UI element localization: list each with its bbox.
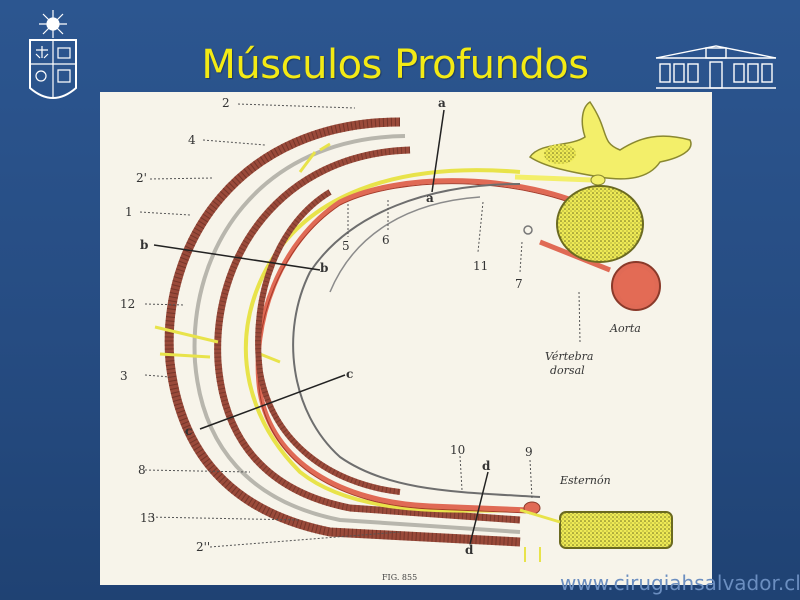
label-8: 8 bbox=[138, 463, 146, 477]
anatomical-illustration: 2 4 2' 1 b 12 3 c 8 13 2'' a a b 5 6 11 … bbox=[100, 92, 712, 585]
website-footer: www.cirugiahsalvador.cl bbox=[560, 571, 800, 595]
label-3: 3 bbox=[120, 369, 128, 383]
label-2-prime: 2' bbox=[136, 171, 147, 185]
label-7: 7 bbox=[515, 277, 523, 291]
label-a-top: a bbox=[438, 96, 446, 110]
vertebra-bone bbox=[528, 100, 692, 180]
intercostal-nerve bbox=[243, 168, 521, 513]
figure-number: FIG. 855 bbox=[382, 573, 417, 582]
label-10: 10 bbox=[450, 443, 465, 457]
label-6: 6 bbox=[382, 233, 390, 247]
intercostal-artery bbox=[255, 178, 602, 513]
hospital-building-icon bbox=[655, 45, 777, 89]
label-vertebra-line1: Vértebra bbox=[545, 350, 594, 363]
label-2: 2 bbox=[222, 96, 230, 110]
label-5: 5 bbox=[342, 239, 350, 253]
label-aorta: Aorta bbox=[609, 322, 641, 335]
label-9: 9 bbox=[525, 445, 533, 459]
label-11: 11 bbox=[473, 259, 488, 273]
label-d-bottom: d bbox=[465, 543, 474, 557]
label-vertebra-line2: dorsal bbox=[550, 364, 585, 377]
university-logo-icon bbox=[29, 10, 77, 99]
slide-title: Músculos Profundos bbox=[201, 42, 589, 88]
label-b-inner: b bbox=[320, 261, 328, 275]
label-2-double-prime: 2'' bbox=[196, 540, 210, 554]
label-c-inner: c bbox=[346, 367, 353, 381]
label-13: 13 bbox=[140, 511, 155, 525]
label-4: 4 bbox=[188, 133, 196, 147]
vertebral-body bbox=[556, 185, 644, 263]
label-esternon: Esternón bbox=[559, 474, 611, 487]
label-b-outer: b bbox=[140, 238, 148, 252]
label-12: 12 bbox=[120, 297, 135, 311]
label-a-inner: a bbox=[426, 191, 434, 205]
label-1: 1 bbox=[125, 205, 133, 219]
label-d-top: d bbox=[482, 459, 491, 473]
sternum-bone bbox=[559, 511, 673, 549]
anatomy-diagram: 2 4 2' 1 b 12 3 c 8 13 2'' a a b 5 6 11 … bbox=[120, 96, 692, 582]
label-c-outer: c bbox=[185, 424, 192, 438]
